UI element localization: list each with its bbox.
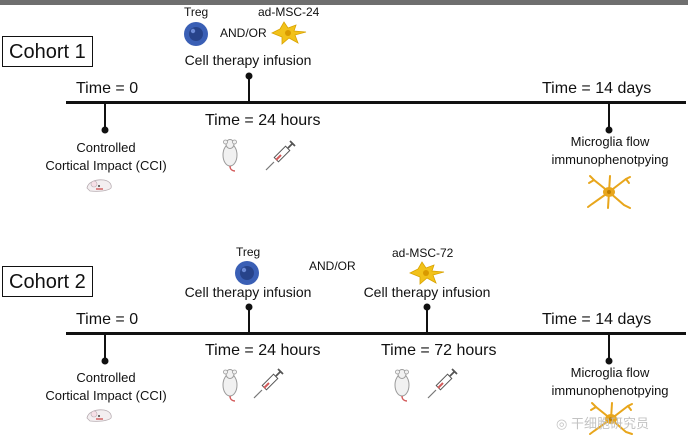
cci-line-1: Controlled: [76, 370, 136, 385]
tick-dot: [605, 126, 613, 134]
tick-dot: [605, 357, 613, 365]
syringe-icon: [427, 368, 458, 399]
syringe-icon: [253, 368, 284, 399]
cell-therapy-infusion-label: Cell therapy infusion: [363, 284, 491, 300]
syringe-icon: [265, 140, 296, 171]
treg-label: Treg: [236, 245, 261, 259]
ad-msc-72-label: ad-MSC-72: [392, 246, 454, 260]
ad-msc-24-label: ad-MSC-24: [258, 5, 320, 19]
time-72-hours-label: Time = 72 hours: [381, 342, 497, 359]
microglia-icon: [589, 402, 633, 435]
msc-cell-icon: [271, 21, 307, 45]
time-24-hours-label: Time = 24 hours: [205, 342, 321, 359]
cohort-1-label: Cohort 1: [2, 36, 93, 67]
time-14-days-label: Time = 14 days: [542, 311, 652, 328]
microglia-line-1: Microglia flow: [570, 365, 650, 380]
mouse-icon: [394, 369, 410, 402]
tick-14d-down: [608, 103, 610, 130]
time-24-hours-label: Time = 24 hours: [205, 112, 321, 129]
tick-0-down: [104, 103, 106, 130]
top-border: [0, 0, 688, 5]
timeline-axis: [66, 332, 686, 335]
tick-14d-down: [608, 334, 610, 361]
tick-dot: [245, 72, 253, 80]
cci-line-1: Controlled: [76, 140, 136, 155]
time-14-days-label: Time = 14 days: [542, 80, 652, 97]
tick-dot: [245, 303, 253, 311]
tick-72h-up: [426, 307, 428, 333]
treg-label: Treg: [184, 5, 209, 19]
tick-dot: [423, 303, 431, 311]
microglia-line-1: Microglia flow: [570, 134, 650, 149]
mouse-head-icon: [86, 409, 112, 422]
tick-24h-up: [248, 76, 250, 102]
mouse-icon: [222, 369, 238, 402]
cell-therapy-infusion-label: Cell therapy infusion: [184, 284, 312, 300]
microglia-icon: [587, 175, 631, 209]
tick-dot: [101, 126, 109, 134]
cci-label: Controlled Cortical Impact (CCI): [45, 139, 166, 174]
treg-cell-icon: [235, 261, 259, 285]
cohort-2-label: Cohort 2: [2, 266, 93, 297]
mouse-icon: [222, 139, 238, 172]
watermark: ◎ 干细胞研究员: [556, 413, 649, 432]
msc-cell-icon: [409, 261, 445, 285]
tick-0-down: [104, 334, 106, 361]
cell-therapy-infusion-label: Cell therapy infusion: [184, 52, 312, 68]
cci-line-2: Cortical Impact (CCI): [45, 387, 167, 403]
cci-line-2: Cortical Impact (CCI): [45, 157, 167, 173]
wechat-icon: ◎: [556, 416, 568, 431]
tick-dot: [101, 357, 109, 365]
microglia-label: Microglia flow immunophenotpying: [551, 133, 668, 168]
and-or-label: AND/OR: [309, 259, 356, 273]
mouse-head-icon: [86, 179, 112, 192]
treg-cell-icon: [184, 22, 208, 46]
watermark-text: 干细胞研究员: [570, 416, 649, 431]
time-0-label: Time = 0: [76, 80, 139, 97]
time-0-label: Time = 0: [76, 311, 139, 328]
cci-label: Controlled Cortical Impact (CCI): [45, 369, 166, 404]
microglia-line-2: immunophenotpying: [551, 151, 669, 167]
microglia-label: Microglia flow immunophenotpying: [551, 364, 668, 399]
and-or-label: AND/OR: [220, 26, 267, 40]
microglia-line-2: immunophenotpying: [551, 382, 669, 398]
timeline-axis: [66, 101, 686, 104]
tick-24h-up: [248, 307, 250, 333]
